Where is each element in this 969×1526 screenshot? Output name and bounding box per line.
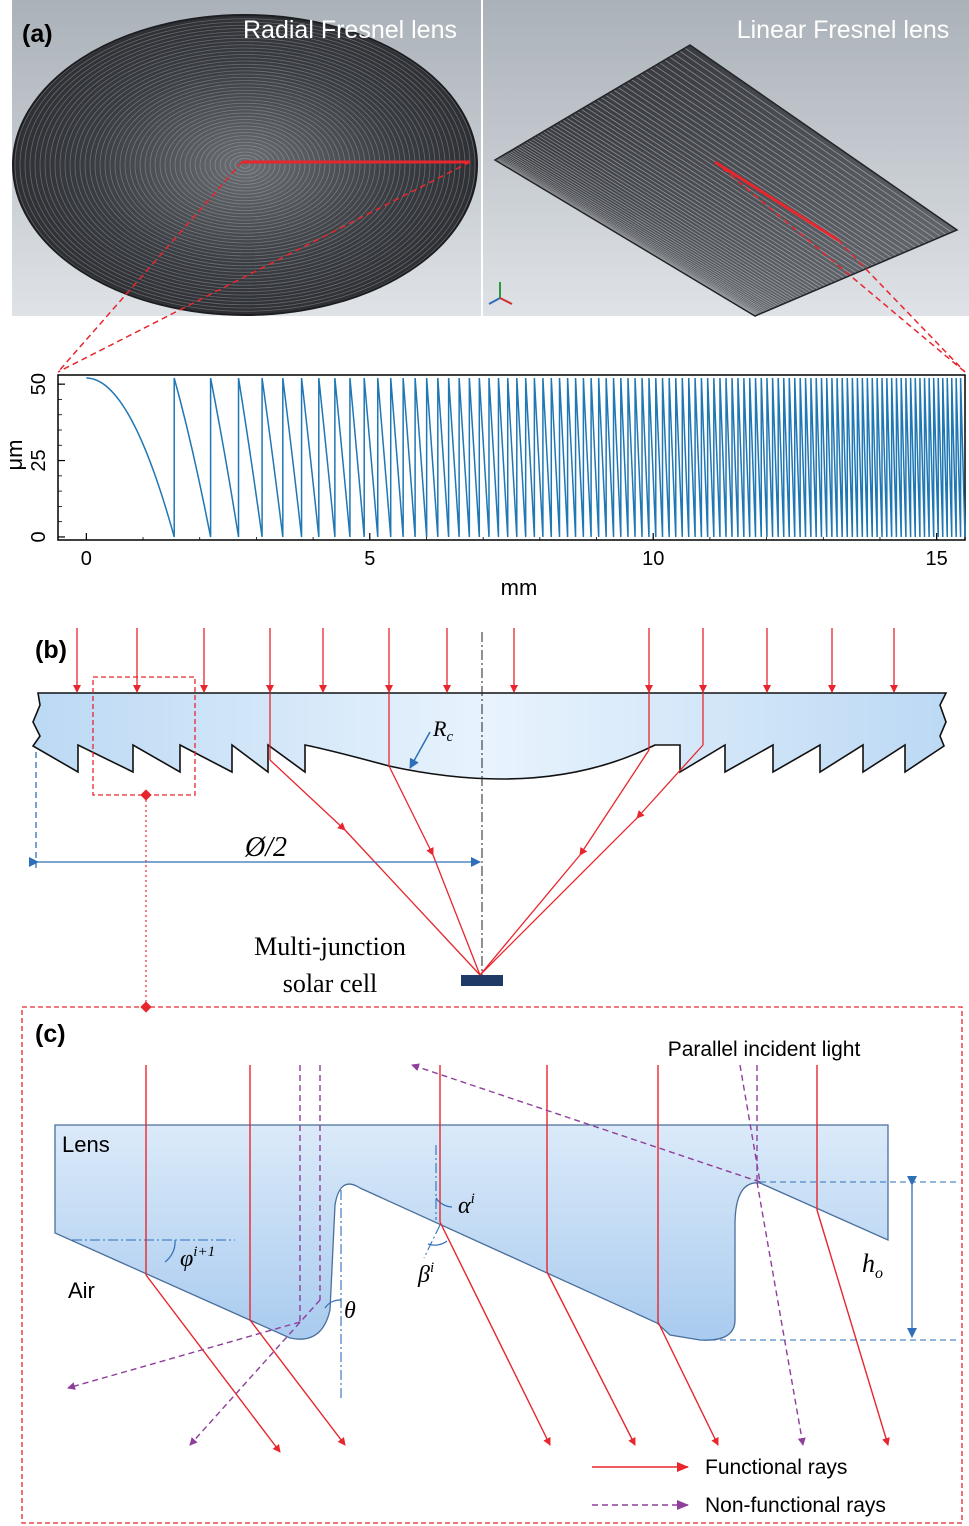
chart-x-label: mm <box>501 575 538 600</box>
alpha-label: αi <box>458 1191 475 1219</box>
panel-c: (c) Lens Air φi+1 θ αi βi ho Parallel in… <box>21 1006 963 1524</box>
non-functional-rays <box>67 1063 806 1446</box>
panel-b-tag: (b) <box>35 636 67 664</box>
cell-label-line1: Multi-junction <box>254 932 406 961</box>
parallel-light-label: Parallel incident light <box>668 1038 861 1061</box>
x-tick-label: 0 <box>81 548 92 570</box>
profile-series-line <box>86 377 966 538</box>
radial-lens-title: Radial Fresnel lens <box>243 16 457 44</box>
lens-c-body <box>54 1124 889 1341</box>
linear-section-line <box>714 160 839 242</box>
zoom-connectors <box>57 161 966 373</box>
radial-fresnel-lens-image <box>12 14 478 316</box>
incident-rays-b <box>73 628 898 693</box>
lens-label: Lens <box>62 1132 110 1157</box>
construction-lines <box>72 1145 441 1400</box>
height-label: ho <box>862 1249 883 1282</box>
lens-b-body <box>31 692 948 780</box>
phi-label: φi+1 <box>180 1244 215 1272</box>
beta-label: βi <box>417 1260 434 1288</box>
theta-arc <box>324 1299 342 1309</box>
legend-functional-label: Functional rays <box>705 1456 847 1479</box>
refracted-rays-b <box>269 693 704 976</box>
functional-rays <box>145 1065 890 1453</box>
x-tick-label: 5 <box>364 548 375 570</box>
y-tick-label: 25 <box>28 449 50 471</box>
detail-box <box>92 676 196 796</box>
legend-nonfunctional-label: Non-functional rays <box>705 1494 886 1517</box>
chart-ticks: 0 5 10 15 0 25 50 <box>28 373 948 570</box>
x-tick-label: 10 <box>642 548 664 570</box>
linear-fresnel-lens-image <box>493 44 959 317</box>
axis-triad-icon <box>488 282 513 305</box>
legend: Functional rays Non-functional rays <box>592 1456 886 1517</box>
cell-label-line2: solar cell <box>283 969 378 998</box>
rc-arrow <box>409 731 431 769</box>
x-tick-label: 15 <box>926 548 948 570</box>
detail-marker-top <box>140 789 152 801</box>
linear-lens-title: Linear Fresnel lens <box>737 16 950 44</box>
phi-arc <box>164 1239 176 1263</box>
rc-label: Rc <box>432 716 453 745</box>
panel-a-renderings: (a) Radial Fresnel lens Linear Fresnel l… <box>12 0 969 317</box>
y-tick-label: 0 <box>28 531 50 542</box>
y-tick-label: 50 <box>28 373 50 395</box>
dia-label: Ø/2 <box>244 832 287 863</box>
panel-b: (b) <box>29 628 948 1013</box>
theta-label: θ <box>344 1298 356 1324</box>
chart-y-label: μm <box>2 439 27 470</box>
panel-a-tag: (a) <box>22 20 53 48</box>
solar-cell-b <box>461 975 503 986</box>
height-guides <box>700 1181 960 1341</box>
air-label: Air <box>68 1278 95 1303</box>
panel-c-tag: (c) <box>35 1020 66 1048</box>
beta-arc <box>427 1240 448 1246</box>
alpha-arc <box>435 1197 453 1208</box>
profile-chart: 0 5 10 15 0 25 50 mm μm <box>2 373 966 600</box>
